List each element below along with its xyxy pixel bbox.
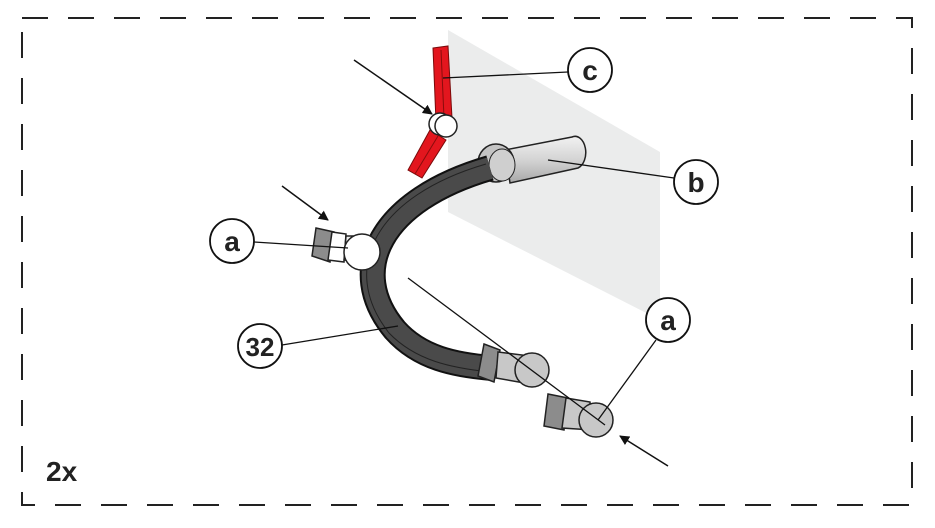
- mounting-panel: [448, 30, 660, 320]
- alignment-line: [407, 277, 606, 426]
- arrow-left-fitting: [281, 185, 329, 221]
- leader-32: [281, 325, 399, 346]
- leader-b: [547, 159, 675, 179]
- hose: [359, 155, 494, 381]
- leader-c: [442, 71, 569, 79]
- arrow-clamp: [353, 59, 433, 115]
- left-fitting: [311, 227, 381, 271]
- callout-a-right: a: [645, 297, 691, 343]
- cylinder-fitting: [477, 135, 587, 184]
- arrow-right-fitting: [619, 435, 669, 467]
- red-clamp: [407, 45, 458, 179]
- callout-c-label: c: [582, 55, 598, 86]
- callout-c: c: [567, 47, 613, 93]
- callout-32-label: 32: [246, 332, 275, 362]
- callout-a-left: a: [209, 218, 255, 264]
- callout-b-label: b: [687, 167, 704, 198]
- quantity-label: 2x: [46, 456, 78, 487]
- hose-end-fitting: [477, 342, 550, 388]
- callout-b: b: [673, 159, 719, 205]
- leader-a-right: [597, 339, 657, 421]
- leader-a-left: [253, 241, 349, 249]
- callout-a-left-label: a: [224, 226, 240, 257]
- right-fitting: [543, 393, 614, 438]
- callout-a-right-label: a: [660, 305, 676, 336]
- callout-32: 32: [237, 323, 283, 369]
